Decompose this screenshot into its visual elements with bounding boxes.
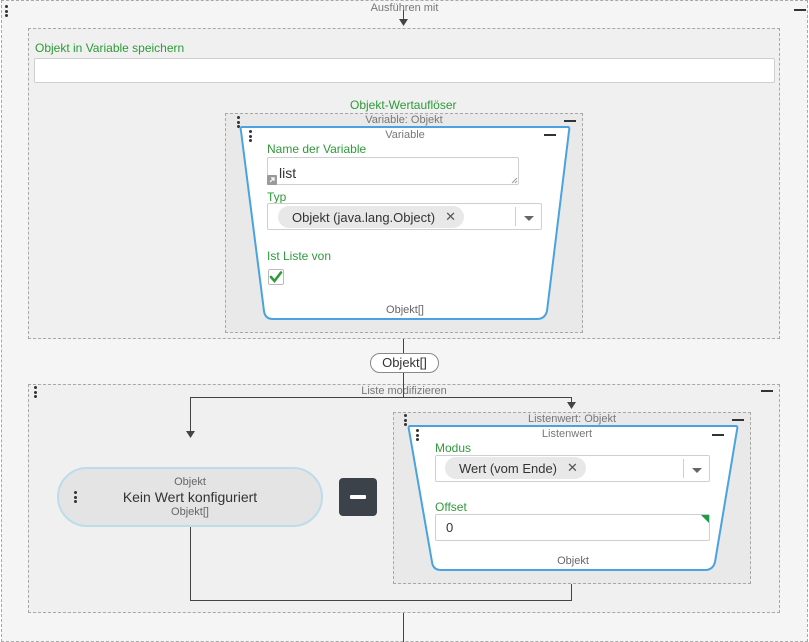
variable-type-value: Objekt (java.lang.Object)	[292, 210, 435, 225]
flow-line-exit	[403, 613, 404, 642]
resolver-label: Objekt-Wertauflöser	[350, 98, 456, 112]
arrow-down-icon	[567, 402, 576, 410]
listvalue-offset-value: 0	[446, 520, 453, 535]
flow-line-mid2	[403, 373, 404, 384]
store-variable-input[interactable]	[34, 58, 775, 83]
listvalue-node-title: Listenwert	[401, 428, 733, 440]
chevron-down-icon[interactable]	[524, 216, 534, 221]
listvalue-collapse-icon[interactable]	[712, 434, 724, 436]
variable-type-label: Typ	[267, 190, 286, 204]
listvalue-mode-label: Modus	[435, 441, 471, 455]
flow-line-left-v	[190, 397, 191, 433]
listvalue-node-footer: Objekt	[407, 555, 739, 567]
variable-menu-icon[interactable]	[249, 130, 253, 142]
flow-line-bottom-h	[190, 600, 572, 601]
listvalue-offset-input[interactable]: 0	[435, 514, 710, 541]
checkmark-icon	[269, 270, 283, 284]
resize-handle-icon[interactable]	[511, 177, 518, 184]
arrow-down-icon	[399, 19, 408, 27]
chevron-down-icon[interactable]	[692, 468, 702, 473]
flow-line-right-down	[571, 583, 572, 601]
flow-line-mid	[403, 339, 404, 353]
minus-icon	[350, 495, 366, 499]
variable-list-label: Ist Liste von	[267, 249, 331, 263]
expand-input-icon[interactable]	[267, 175, 277, 185]
clear-mode-icon[interactable]: ✕	[567, 460, 578, 476]
clear-type-icon[interactable]: ✕	[445, 209, 456, 225]
listvalue-box-collapse-icon[interactable]	[732, 419, 744, 421]
outer-title: Ausführen mit	[0, 2, 809, 14]
variable-name-label: Name der Variable	[267, 142, 366, 156]
store-label: Objekt in Variable speichern	[35, 41, 184, 55]
modify-menu-icon[interactable]	[34, 386, 38, 398]
connector-badge: Objekt[]	[370, 353, 439, 373]
variable-name-input[interactable]: list	[267, 157, 519, 185]
modify-title: Liste modifizieren	[28, 385, 780, 397]
object-node-main: Kein Wert konfiguriert	[57, 489, 323, 505]
flow-line-pass	[403, 384, 404, 397]
list-checkbox[interactable]	[268, 269, 284, 285]
listvalue-mode-separator	[683, 459, 684, 478]
modified-indicator-icon	[701, 515, 709, 523]
object-node-top: Objekt	[57, 476, 323, 488]
arrow-down-icon	[186, 431, 195, 439]
variable-type-chip: Objekt (java.lang.Object) ✕	[278, 206, 464, 228]
variable-name-value: list	[279, 165, 296, 181]
flow-line-top-h	[190, 397, 572, 398]
outer-menu-icon[interactable]	[5, 5, 9, 17]
listvalue-offset-label: Offset	[435, 500, 467, 514]
outer-collapse-icon[interactable]	[794, 9, 806, 11]
variable-node-footer: Objekt[]	[239, 304, 571, 316]
resolver-collapse-icon[interactable]	[564, 120, 576, 122]
variable-type-separator	[515, 207, 516, 226]
object-node-bottom: Objekt[]	[57, 506, 323, 518]
listvalue-mode-chip: Wert (vom Ende) ✕	[445, 457, 586, 479]
flow-line-left-down	[190, 527, 191, 600]
variable-node-title: Variable	[239, 129, 571, 141]
listvalue-mode-value: Wert (vom Ende)	[459, 461, 557, 476]
connector-label: Objekt[]	[382, 355, 427, 370]
minus-operator-button[interactable]	[339, 478, 377, 516]
modify-collapse-icon[interactable]	[761, 390, 773, 392]
variable-collapse-icon[interactable]	[544, 134, 556, 136]
listvalue-menu-icon[interactable]	[416, 429, 420, 441]
